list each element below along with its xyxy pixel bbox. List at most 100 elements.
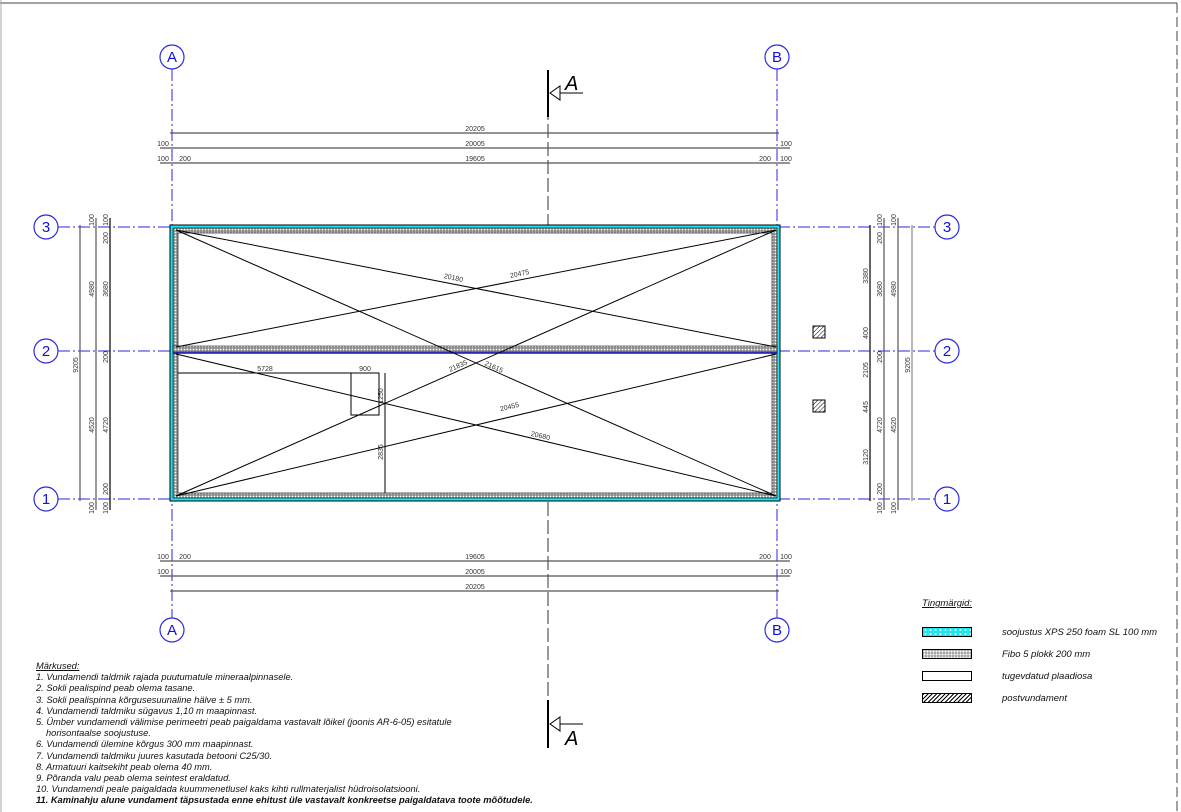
axis-bubble-1-left bbox=[33, 486, 59, 512]
dim-top-edge: 100 bbox=[157, 141, 169, 148]
section-mark-bottom: A bbox=[547, 700, 583, 750]
dim-bottom-edge-200: 200 bbox=[759, 554, 771, 561]
notes-block: Märkused: 1. Vundamendi taldmik rajada p… bbox=[36, 661, 533, 807]
dim-left-edge: 100 bbox=[103, 502, 110, 514]
hearth-foundation: 5728 900 1250 2835 bbox=[178, 366, 386, 493]
dim-right-upper: 4980 bbox=[891, 281, 898, 297]
diagonal-label: 20475 bbox=[509, 269, 530, 280]
post-foundation bbox=[812, 399, 826, 413]
axis-label-2: 2 bbox=[42, 343, 50, 360]
dim-top-overall: 20205 bbox=[465, 126, 485, 133]
section-mark-top: A bbox=[547, 70, 583, 117]
hearth-height-dim: 1250 bbox=[378, 388, 385, 404]
fibo-block-swatch bbox=[922, 649, 972, 659]
dim-right-edge-200: 200 bbox=[877, 483, 884, 495]
legend-item-slab: tugevdatud plaadiosa bbox=[922, 665, 1157, 687]
dim-right-seg-upper: 3680 bbox=[877, 281, 884, 297]
axis-label-1: 1 bbox=[943, 491, 951, 508]
dim-left-upper: 4980 bbox=[89, 281, 96, 297]
post-foundation bbox=[812, 325, 826, 339]
axis-label-b: B bbox=[772, 49, 782, 66]
axis-label-3: 3 bbox=[42, 219, 50, 236]
diagonal-label: 20180 bbox=[443, 273, 464, 284]
axis-label-a: A bbox=[167, 49, 177, 66]
axis-bubble-3-left bbox=[33, 214, 59, 240]
note-item: 7. Vundamendi taldmiku juures kasutada b… bbox=[36, 750, 273, 761]
svg-text:A: A bbox=[564, 73, 578, 95]
dimension-lines bbox=[79, 132, 913, 592]
dim-bottom-overall: 20205 bbox=[465, 584, 485, 591]
dim-bottom-edge: 100 bbox=[780, 554, 792, 561]
dim-bottom-mid: 20005 bbox=[465, 569, 485, 576]
legend-label: postvundament bbox=[1002, 692, 1067, 704]
dim-left-edge: 100 bbox=[89, 502, 96, 514]
dim-bottom-edge-200: 200 bbox=[179, 554, 191, 561]
dim-right-post-d: 3120 bbox=[863, 449, 870, 465]
axis-bubble-a-top bbox=[159, 44, 185, 70]
legend-title: Tingmärgid: bbox=[922, 598, 973, 609]
dim-left-seg-upper: 3680 bbox=[103, 281, 110, 297]
dim-top-inner: 19605 bbox=[465, 156, 485, 163]
dim-right-post-a: 3380 bbox=[863, 268, 870, 284]
legend-label: Fibo 5 plokk 200 mm bbox=[1002, 648, 1091, 660]
middle-wall-fibo bbox=[172, 345, 778, 353]
dim-left-seg-mid: 200 bbox=[103, 351, 110, 363]
note-item: 2. Sokli pealispind peab olema tasane. bbox=[36, 683, 196, 694]
dim-left-seg-lower: 4720 bbox=[103, 417, 110, 433]
axis-label-2: 2 bbox=[943, 343, 951, 360]
dim-top-edge: 100 bbox=[157, 156, 169, 163]
notes-title: Märkused: bbox=[36, 661, 80, 671]
axis-bubble-3-right bbox=[934, 214, 960, 240]
legend-item-fibo: Fibo 5 plokk 200 mm bbox=[922, 643, 1157, 665]
post-foundation-swatch bbox=[922, 693, 972, 703]
dim-bottom-inner: 19605 bbox=[465, 554, 485, 561]
axis-label-3: 3 bbox=[943, 219, 951, 236]
dim-bottom-edge: 100 bbox=[780, 569, 792, 576]
axis-bubble-1-right bbox=[934, 486, 960, 512]
hearth-edge-dim: 2835 bbox=[378, 444, 385, 460]
dim-right-edge: 100 bbox=[891, 214, 898, 226]
axis-bubble-2-right bbox=[934, 338, 960, 364]
axis-bubble-a-bottom bbox=[159, 617, 185, 643]
dim-left-lower: 4520 bbox=[89, 417, 96, 433]
axis-bubble-b-top bbox=[764, 44, 790, 70]
note-item: 11. Kaminahju alune vundament täpsustada… bbox=[36, 795, 533, 806]
hearth-width-dim: 900 bbox=[359, 366, 371, 373]
diagonal-label: 20680 bbox=[530, 431, 551, 442]
dim-bottom-edge: 100 bbox=[157, 554, 169, 561]
svg-text:A: A bbox=[564, 728, 578, 750]
note-item: 5. Ümber vundamendi välimise perimeetri … bbox=[36, 717, 452, 728]
diagonal-check-lines bbox=[175, 229, 777, 497]
dim-bottom-edge: 100 bbox=[157, 569, 169, 576]
xps-insulation-swatch bbox=[922, 627, 972, 637]
dim-top-edge: 100 bbox=[780, 156, 792, 163]
dim-left-edge-200: 200 bbox=[103, 483, 110, 495]
dim-right-seg-mid: 200 bbox=[877, 351, 884, 363]
note-item: 9. Põranda valu peab olema seintest eral… bbox=[36, 773, 231, 784]
dim-right-seg-lower: 4720 bbox=[877, 417, 884, 433]
axis-label-1: 1 bbox=[42, 491, 50, 508]
dim-left-overall: 9205 bbox=[73, 357, 80, 373]
axis-label-a: A bbox=[167, 622, 177, 639]
hearth-offset-dim: 5728 bbox=[257, 366, 273, 373]
dim-right-post-c: 445 bbox=[863, 401, 870, 413]
dim-right-edge-200: 200 bbox=[877, 232, 884, 244]
dim-right-lower: 4520 bbox=[891, 417, 898, 433]
note-item: 10. Vundamendi peale paigaldada kuummene… bbox=[36, 784, 421, 795]
legend-item-xps: soojustus XPS 250 foam SL 100 mm bbox=[922, 621, 1157, 643]
axis-bubble-2-left bbox=[33, 338, 59, 364]
legend: Tingmärgid: soojustus XPS 250 foam SL 10… bbox=[922, 598, 1157, 709]
dim-top-edge-200: 200 bbox=[759, 156, 771, 163]
axis-bubble-b-bottom bbox=[764, 617, 790, 643]
dim-right-edge: 100 bbox=[877, 214, 884, 226]
dim-right-post-b: 2105 bbox=[863, 362, 870, 378]
dim-left-edge: 100 bbox=[89, 214, 96, 226]
dim-top-mid: 20005 bbox=[465, 141, 485, 148]
legend-item-post: postvundament bbox=[922, 687, 1157, 709]
legend-label: tugevdatud plaadiosa bbox=[1002, 670, 1093, 682]
dim-right-overall: 9205 bbox=[905, 357, 912, 373]
note-item-continuation: horisontaalse soojustuse. bbox=[46, 728, 151, 739]
dim-top-edge-200: 200 bbox=[179, 156, 191, 163]
dim-right-post-gap: 400 bbox=[863, 327, 870, 339]
